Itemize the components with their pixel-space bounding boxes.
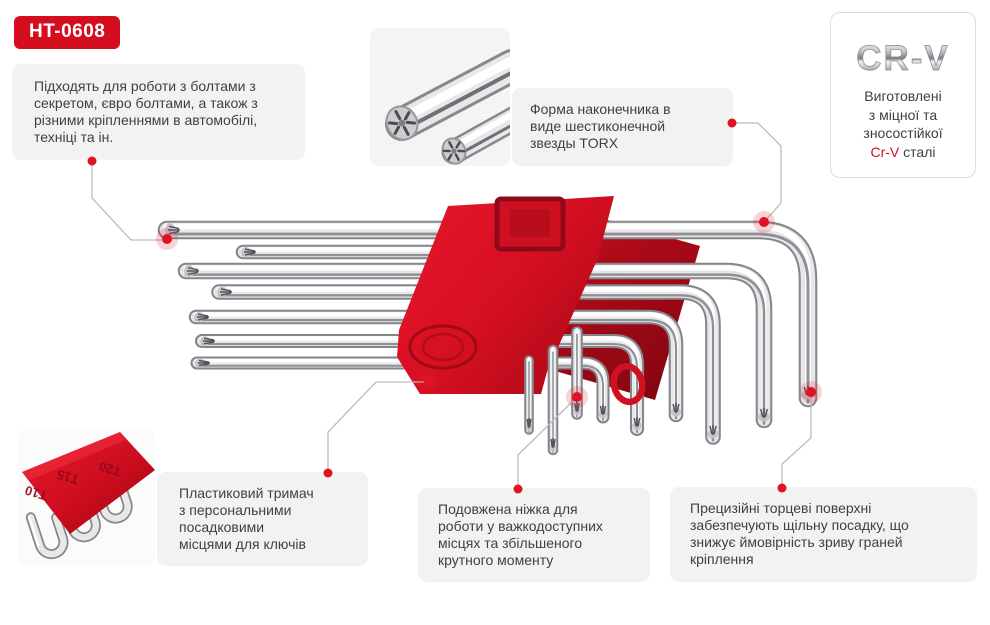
callout-long-leg-text: Подовжена ніжка для роботи у важкодоступ… xyxy=(438,501,603,568)
material-line: Виготовлені xyxy=(864,88,942,104)
material-suffix: сталі xyxy=(899,143,936,160)
callout-precision: Прецизійні торцеві поверхні забезпечують… xyxy=(670,487,977,582)
torx-tip-closeup-image xyxy=(370,28,510,166)
torx-star-tip xyxy=(441,137,467,165)
material-line: зносостійкої xyxy=(863,125,943,141)
callout-tip-shape: Форма наконечника в виде шестиконечной з… xyxy=(512,88,733,166)
torx-star-tip xyxy=(385,105,419,141)
product-code-badge: HT-0608 xyxy=(14,16,121,49)
callout-long-leg: Подовжена ніжка для роботи у важкодоступ… xyxy=(418,488,650,582)
holder-closeup-image: T10 T15 T20 xyxy=(18,430,155,566)
callout-tip-shape-text: Форма наконечника в виде шестиконечной з… xyxy=(530,101,671,151)
holder-ring xyxy=(610,362,646,406)
callout-fitment: Підходять для роботи з болтами з секрето… xyxy=(12,64,305,160)
callout-holder-text: Пластиковий тримач з персональними посад… xyxy=(179,485,314,552)
material-card: CR-V Виготовлені з міцної та зносостійко… xyxy=(830,12,976,178)
material-description: Виготовлені з міцної та зносостійкої Cr-… xyxy=(863,87,942,161)
holder-size-label: T20 xyxy=(97,459,123,480)
crv-logo-text: CR-V xyxy=(856,39,950,78)
torx-keys xyxy=(157,220,818,445)
crv-logo: CR-V xyxy=(856,39,950,79)
holder-size-label: T10 xyxy=(23,483,49,504)
callout-holder: Пластиковий тримач з персональними посад… xyxy=(157,472,368,566)
crv-accent: Cr-V xyxy=(870,143,900,160)
callout-fitment-text: Підходять для роботи з болтами з секрето… xyxy=(34,78,258,145)
holder-front xyxy=(397,196,614,394)
material-line: Cr-V сталі xyxy=(863,143,942,162)
holder-slab xyxy=(22,432,155,534)
material-line: з міцної та xyxy=(868,106,938,123)
callout-precision-text: Прецизійні торцеві поверхні забезпечують… xyxy=(690,500,909,567)
holder-size-label: T15 xyxy=(55,467,81,488)
